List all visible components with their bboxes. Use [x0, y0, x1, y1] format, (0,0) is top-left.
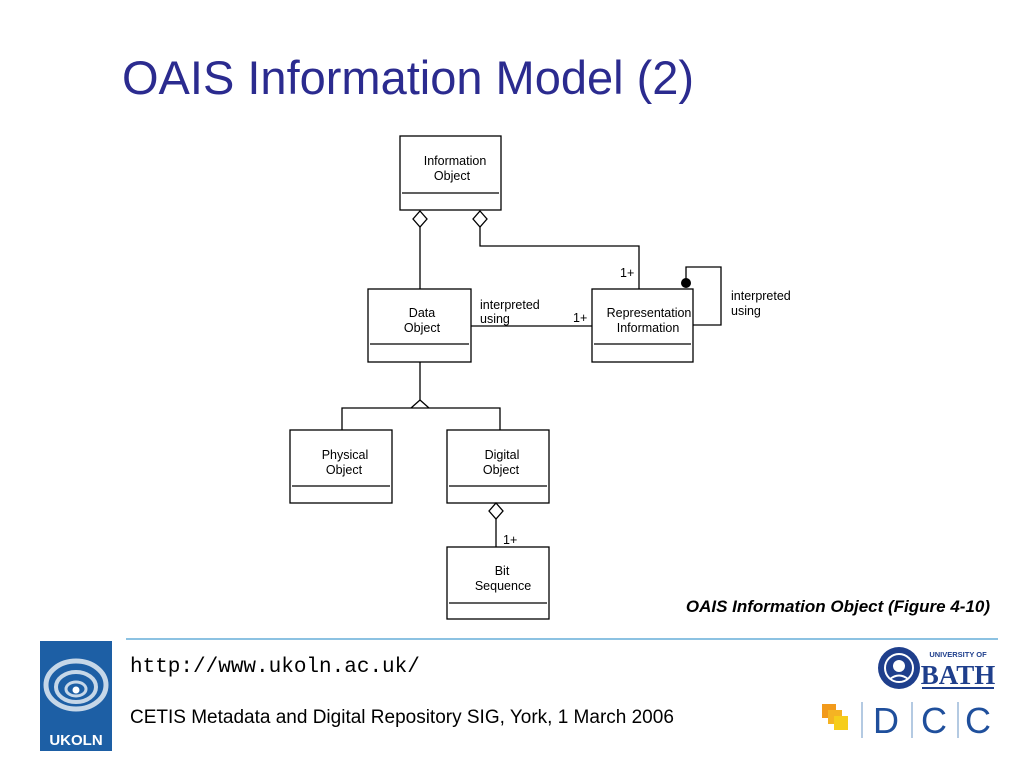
bath-logo: UNIVERSITY OF BATH: [878, 647, 996, 690]
aggregation-diamond-icon: [412, 210, 428, 228]
label-interpreted: interpreted: [480, 298, 540, 312]
box-digital-object: Digital Object: [446, 429, 550, 504]
multiplicity-repinfo-left: 1+: [573, 311, 587, 325]
box-label-line1: Physical: [322, 448, 369, 462]
connector-repinfo-self: [681, 266, 722, 326]
ukoln-logo: UKOLN: [40, 641, 112, 751]
label-self-using: using: [731, 304, 761, 318]
ukoln-logo-text: UKOLN: [49, 732, 102, 749]
box-physical-object: Physical Object: [289, 429, 393, 504]
footer-url: http://www.ukoln.ac.uk/: [130, 656, 420, 679]
footer-text: CETIS Metadata and Digital Repository SI…: [130, 707, 674, 728]
bath-text: BATH: [921, 660, 996, 690]
dcc-letter-d: D: [873, 700, 899, 740]
box-label-line2: Sequence: [475, 579, 531, 593]
figure-caption: OAIS Information Object (Figure 4-10): [685, 597, 990, 616]
aggregation-diamond-icon: [488, 502, 504, 520]
bath-crest-icon: [878, 647, 920, 689]
aggregation-diamond-icon: [472, 210, 488, 228]
box-label-line1: Digital: [485, 448, 520, 462]
connector-bit-to-digital: [488, 502, 504, 547]
connector-data-to-information: [412, 210, 428, 289]
multiplicity-repinfo-top: 1+: [620, 266, 634, 280]
dcc-letter-c2: C: [965, 700, 991, 740]
box-representation-information: Representation Information: [591, 288, 694, 363]
box-label-line2: Object: [326, 463, 363, 477]
box-label-line2: Object: [434, 169, 471, 183]
box-information-object: Information Object: [399, 135, 502, 211]
box-label-line1: Representation: [607, 306, 692, 320]
label-self-interpreted: interpreted: [731, 289, 791, 303]
box-label-line1: Bit: [495, 564, 510, 578]
connector-repinfo-to-information: [472, 210, 640, 289]
page-title: OAIS Information Model (2): [122, 51, 695, 104]
footer-divider: [126, 638, 998, 640]
dcc-letter-c1: C: [921, 700, 947, 740]
connector-generalization: [341, 362, 501, 430]
multiplicity-bit-sequence: 1+: [503, 533, 517, 547]
box-label-line2: Information: [617, 321, 680, 335]
dcc-logo: D C C: [822, 700, 991, 740]
box-bit-sequence: Bit Sequence: [446, 546, 550, 620]
box-label-line2: Object: [404, 321, 441, 335]
box-label-line2: Object: [483, 463, 520, 477]
bath-university-text: UNIVERSITY OF: [929, 650, 987, 659]
association-dot-icon: [681, 278, 691, 288]
box-label-line1: Information: [424, 154, 487, 168]
dcc-squares-icon: [822, 704, 848, 730]
label-using: using: [480, 312, 510, 326]
box-label-line1: Data: [409, 306, 435, 320]
box-data-object: Data Object: [367, 288, 472, 363]
